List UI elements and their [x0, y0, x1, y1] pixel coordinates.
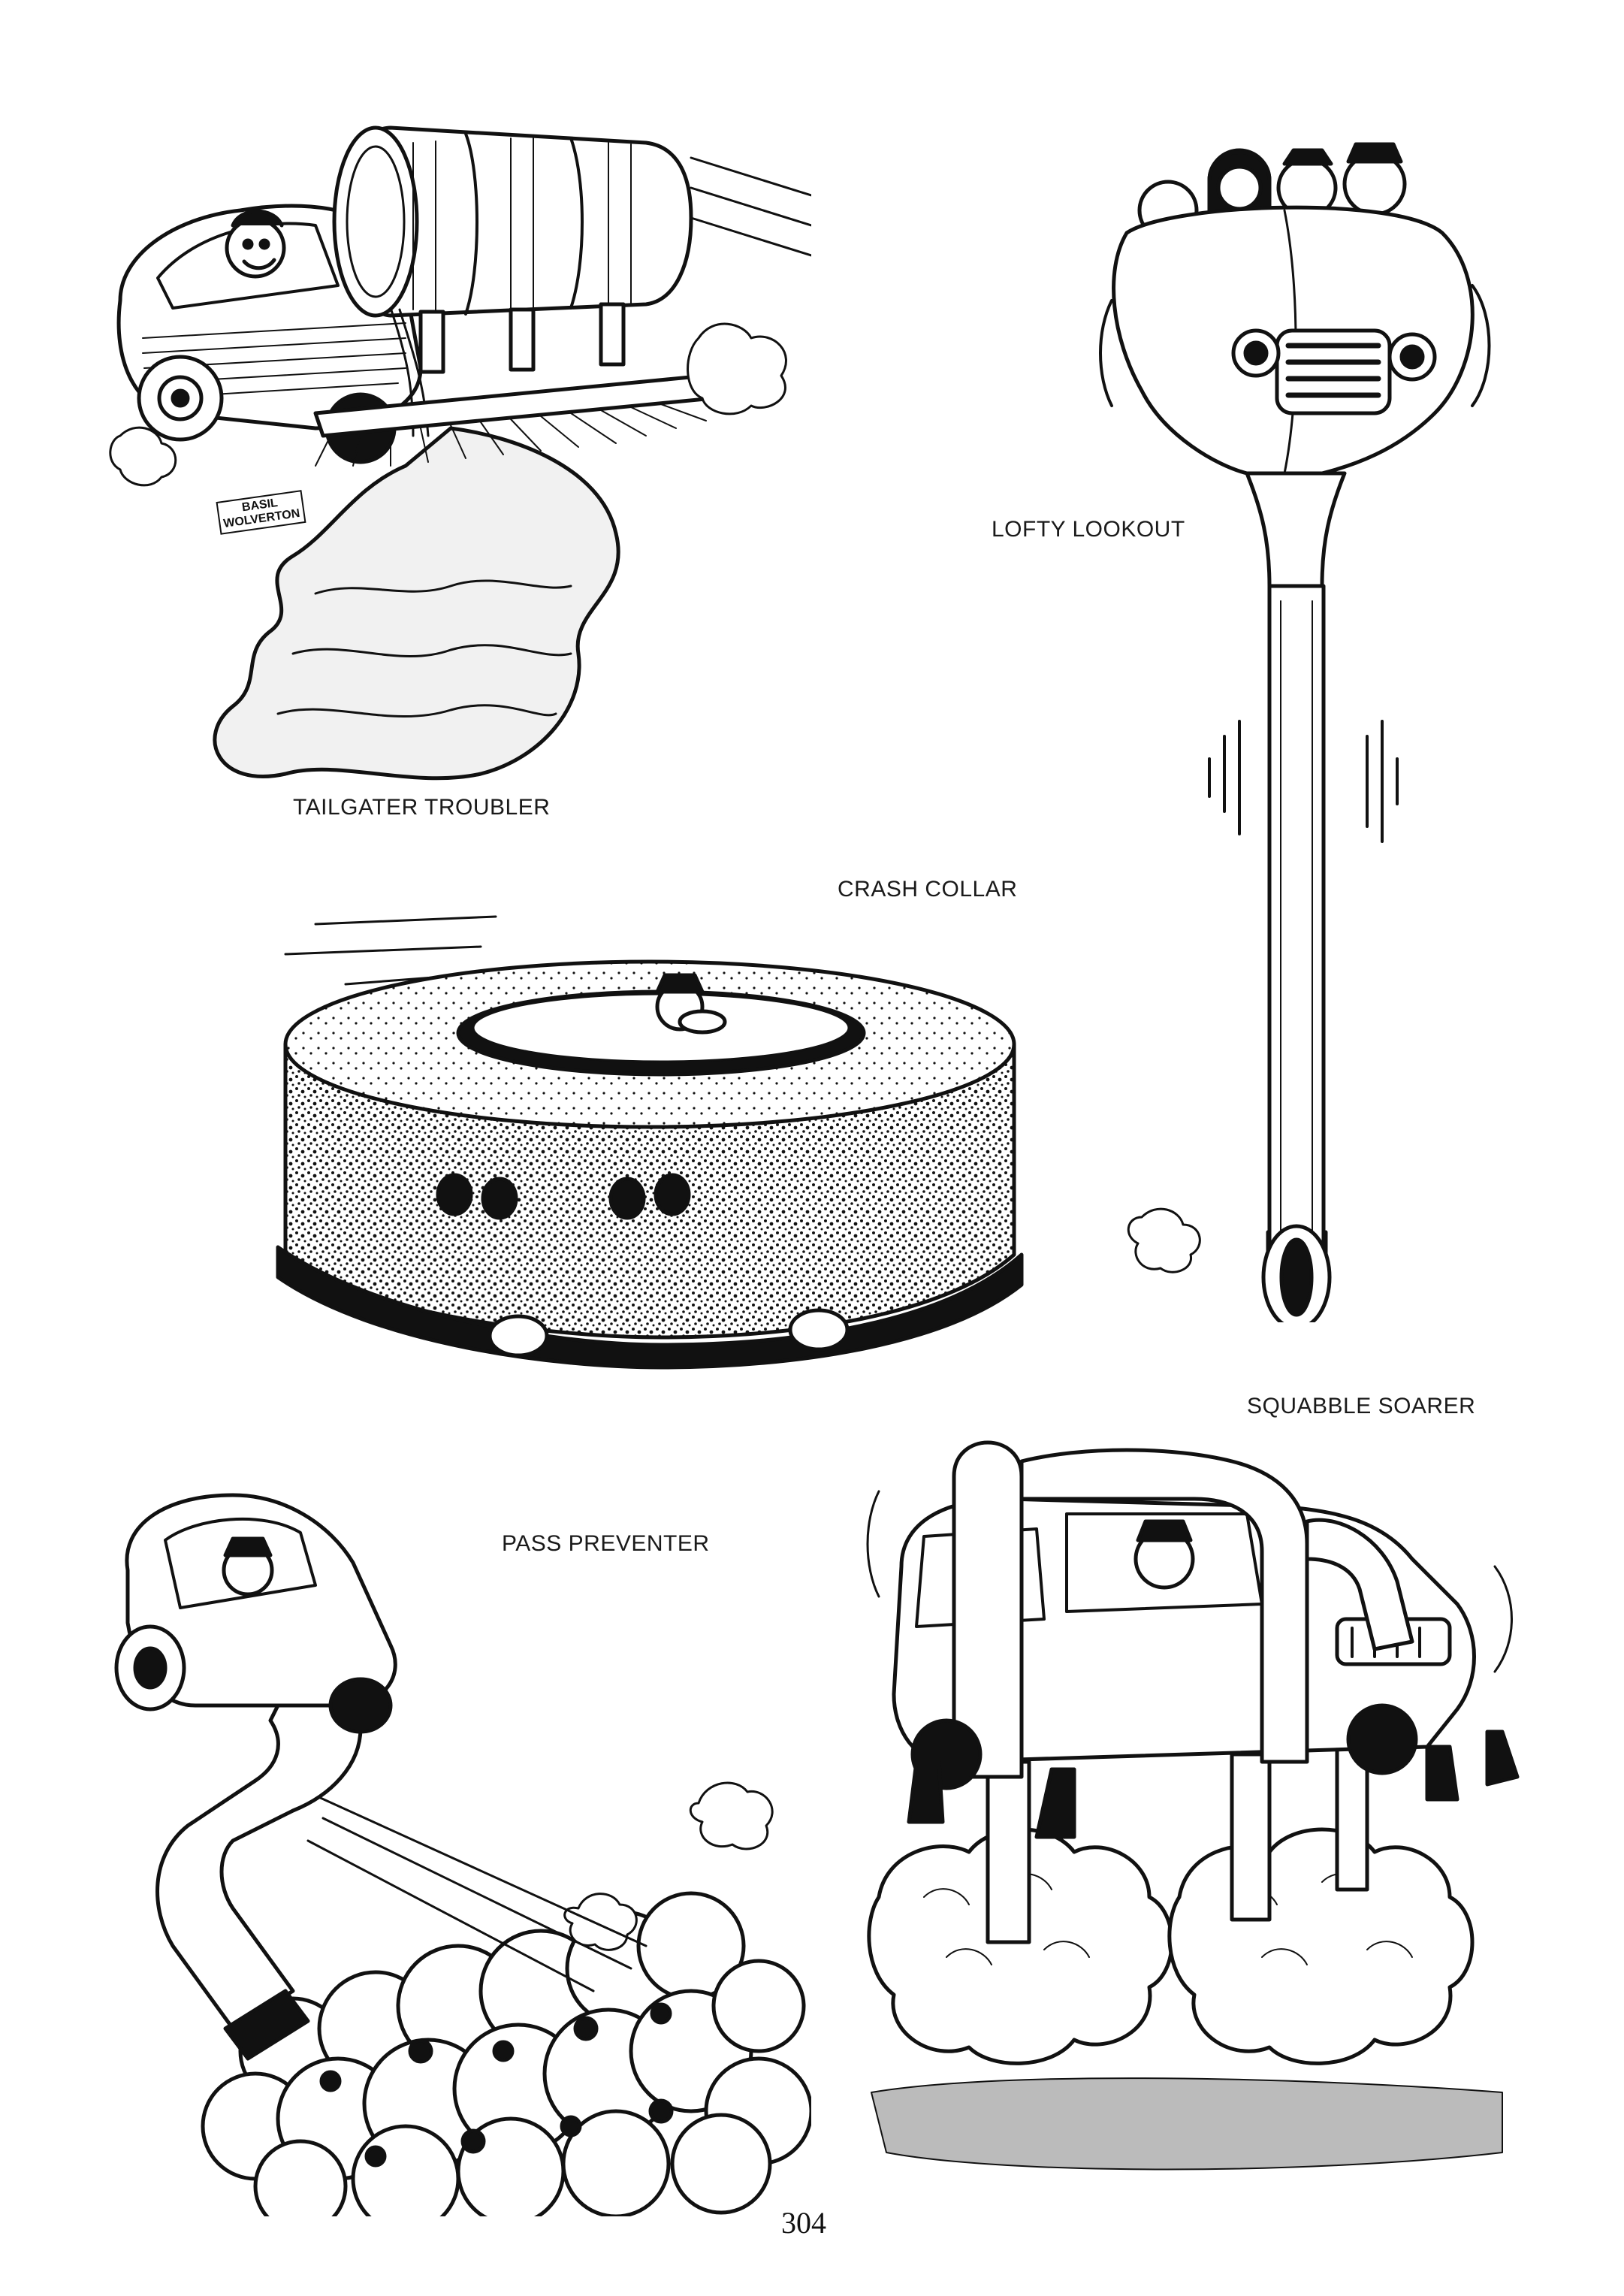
crash-collar-illustration [276, 915, 1024, 1370]
lofty-lookout-illustration [1099, 142, 1491, 1322]
caption-pass-preventer: PASS PREVENTER [502, 1531, 710, 1556]
page-number: 304 [781, 2206, 826, 2240]
tailgater-troubler-illustration [109, 125, 811, 781]
caption-lofty-lookout: LOFTY LOOKOUT [992, 517, 1185, 542]
pass-preventer-illustration [114, 1493, 811, 2216]
squabble-soarer-illustration [866, 1440, 1520, 2171]
caption-squabble-soarer: SQUABBLE SOARER [1247, 1394, 1476, 1418]
caption-crash-collar: CRASH COLLAR [838, 877, 1018, 902]
caption-tailgater-troubler: TAILGATER TROUBLER [293, 795, 551, 820]
